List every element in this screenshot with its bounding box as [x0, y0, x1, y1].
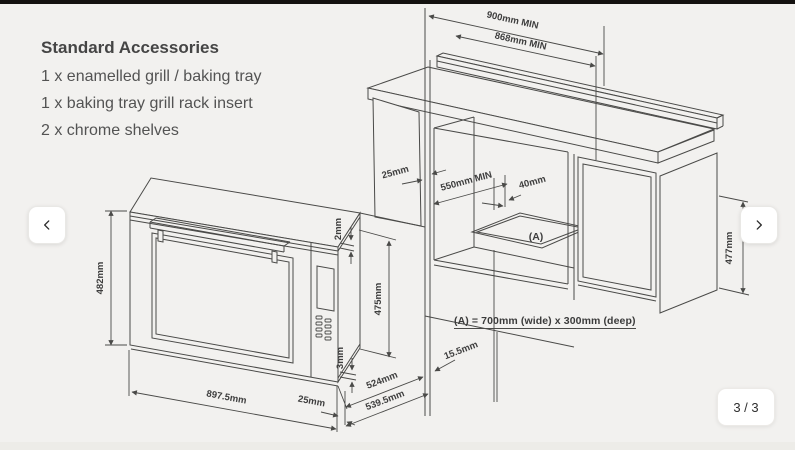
- cutout-label: (A): [529, 231, 544, 243]
- cutout-size-note: (A) = 700mm (wide) x 300mm (deep): [454, 315, 636, 329]
- dim-oven-front-protrusion: 15.5mm: [443, 339, 480, 362]
- accessory-item: 2 x chrome shelves: [41, 122, 179, 139]
- dim-cabinet-rear-gap: 40mm: [518, 174, 547, 192]
- dim-cabinet-width-min: 900mm MIN: [486, 9, 540, 31]
- dim-oven-rear-height: 475mm: [373, 283, 384, 316]
- control-buttons: [315, 315, 332, 341]
- oven-drawing: [129, 177, 361, 387]
- bottom-strip: [0, 442, 795, 450]
- chevron-left-icon: [44, 220, 50, 230]
- previous-image-button[interactable]: [28, 206, 66, 244]
- dim-cabinet-height: 477mm: [724, 232, 735, 265]
- dim-cabinet-inner-width-min: 868mm MIN: [494, 30, 548, 52]
- dim-oven-width: 897.5mm: [205, 388, 247, 406]
- accessories-list: Standard Accessories 1 x enamelled grill…: [41, 38, 262, 144]
- next-image-button[interactable]: [740, 206, 778, 244]
- dim-oven-bottom-gap: 3mm: [335, 347, 346, 369]
- dim-oven-height: 482mm: [95, 262, 106, 295]
- chevron-right-icon: [756, 220, 762, 230]
- oven-dimension-lines: [105, 210, 456, 432]
- cabinet-drawing: [359, 8, 725, 416]
- top-bar: [0, 0, 795, 4]
- accessory-item: 1 x enamelled grill / baking tray: [41, 68, 262, 85]
- dim-oven-top-gap: 2mm: [333, 218, 344, 240]
- page-indicator: 3 / 3: [717, 388, 775, 426]
- accessories-title: Standard Accessories: [41, 38, 219, 57]
- accessory-item: 1 x baking tray grill rack insert: [41, 95, 253, 112]
- dim-oven-front-offset: 25mm: [297, 394, 326, 410]
